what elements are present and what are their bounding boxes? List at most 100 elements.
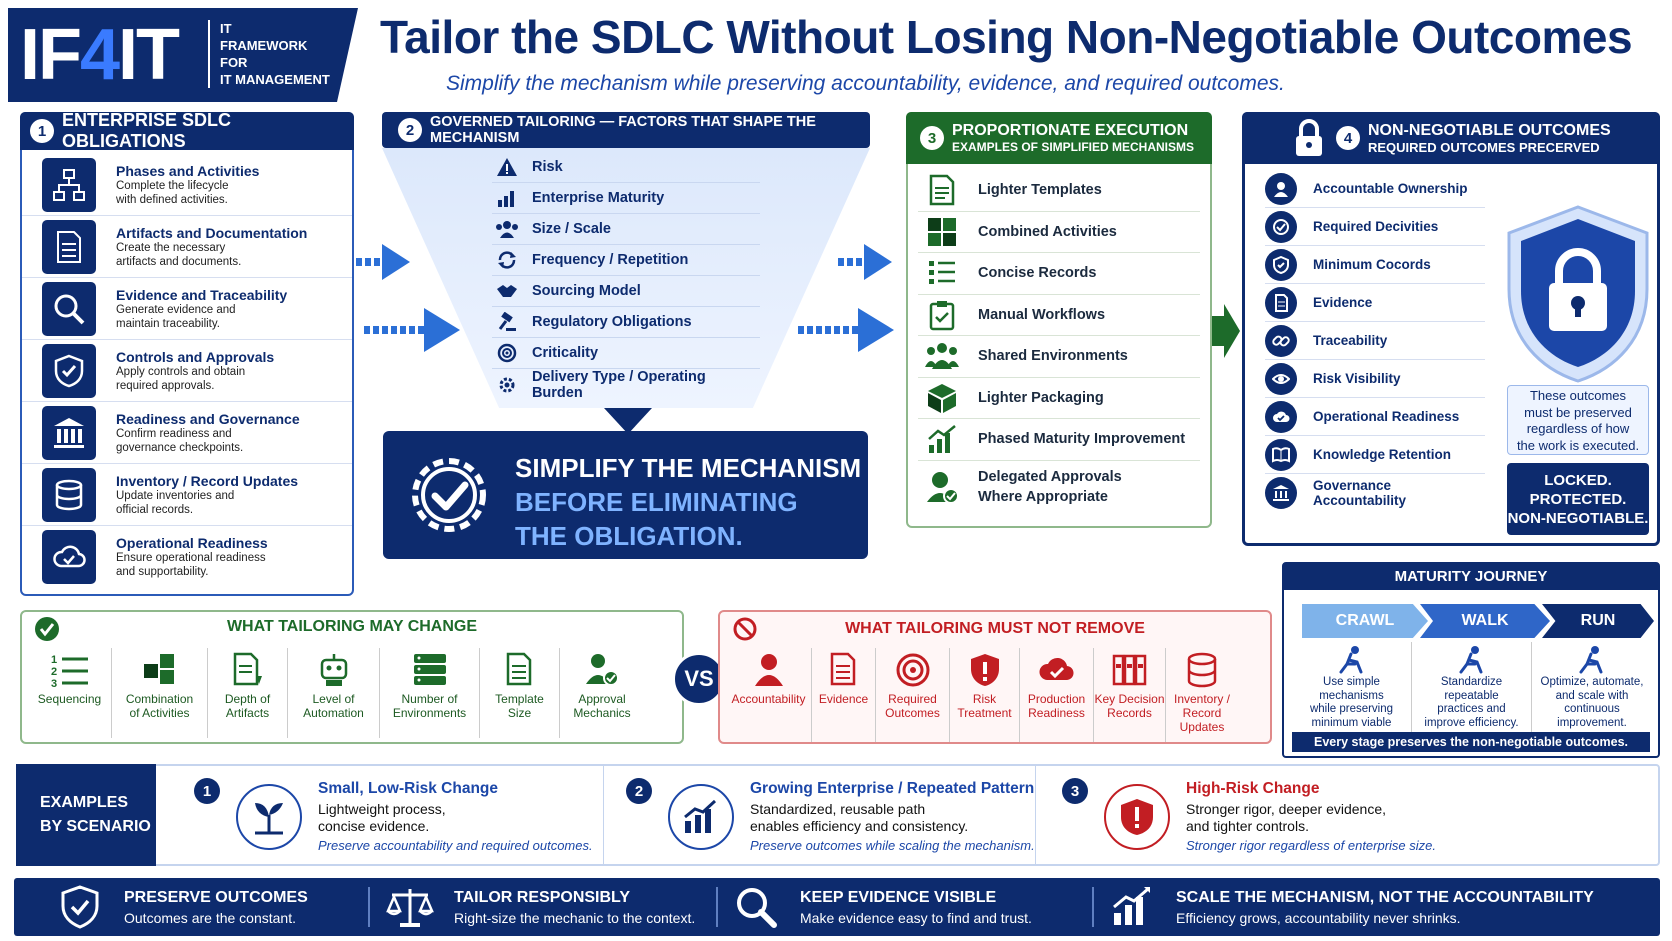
people-icon [492, 219, 522, 239]
footer-title: KEEP EVIDENCE VISIBLE [800, 888, 997, 906]
arrow-right-icon [382, 244, 410, 280]
must-not-title: WHAT TAILORING MUST NOT REMOVE [845, 620, 1145, 637]
factor-label: Sourcing Model [532, 283, 641, 299]
scenario-note: Stronger rigor regardless of enterprise … [1186, 838, 1437, 853]
outcome-label: Risk Visibility [1313, 371, 1401, 386]
scenario-title: Small, Low-Risk Change [318, 780, 499, 797]
obligation-title: Phases and Activities [116, 162, 260, 179]
factor-label: Size / Scale [532, 221, 611, 237]
book-icon [1265, 438, 1297, 471]
scenario-title: Growing Enterprise / Repeated Pattern [750, 780, 1035, 797]
tailoring-factor: Risk [492, 152, 760, 183]
user-check-icon [918, 470, 966, 504]
step-run: RUN [1542, 604, 1654, 638]
outcome-label: Governance Accountability [1313, 478, 1407, 508]
factor-label: Regulatory Obligations [532, 314, 692, 330]
may-change-label: Level of [312, 692, 355, 706]
may-change-label: Artifacts [225, 706, 270, 720]
execution-panel: 3 PROPORTIONATE EXECUTION EXAMPLES OF SI… [906, 112, 1212, 528]
gear-check-icon [412, 458, 486, 532]
scenario-desc: Lightweight process, [318, 801, 446, 817]
scenario-desc: concise evidence. [318, 818, 430, 834]
execution-label: Lighter Templates [978, 182, 1102, 199]
tailoring-factor: Regulatory Obligations [492, 307, 760, 338]
may-change-label: Size [507, 706, 532, 720]
outcome-label: Traceability [1313, 333, 1388, 348]
outcome-label: Minimum Cocords [1313, 257, 1431, 272]
walk-icon [1412, 642, 1531, 676]
logo-subtitle: IT FRAMEWORK FOR IT MANAGEMENT [208, 20, 330, 88]
scenario-desc: Stronger rigor, deeper evidence, [1186, 801, 1387, 817]
gear-icon [492, 375, 522, 395]
execution-label: Phased Maturity Improvement [978, 431, 1186, 448]
execution-item: Shared Environments [918, 336, 1200, 378]
arrow-right-icon [864, 244, 892, 280]
must-not-label: Records [1107, 706, 1152, 720]
clipboard-icon [918, 299, 966, 331]
obligation-title: Inventory / Record Updates [116, 472, 299, 489]
factor-label: Criticality [532, 345, 599, 361]
callout-line-1: SIMPLIFY THE MECHANISM [515, 453, 862, 483]
logo-banner [8, 8, 358, 102]
obligation-title: Operational Readiness [116, 535, 268, 551]
lock-icon [1296, 119, 1322, 156]
execution-item: Concise Records [918, 253, 1200, 295]
simplify-callout: SIMPLIFY THE MECHANISM BEFORE ELIMINATIN… [383, 431, 868, 559]
may-change-label: Mechanics [573, 706, 631, 720]
scenario-desc: Standardized, reusable path [750, 801, 926, 817]
may-change-label: Automation [303, 706, 364, 720]
svg-text:2: 2 [51, 666, 57, 678]
obligation-desc: Apply controls and obtain [116, 365, 246, 378]
may-change-label: Combination [125, 692, 194, 706]
obligations-panel: 1 ENTERPRISE SDLC OBLIGATIONS Phases and… [20, 110, 354, 596]
gavel-icon [492, 312, 522, 332]
execution-header: 3 PROPORTIONATE EXECUTION EXAMPLES OF SI… [906, 112, 1212, 164]
run-icon [1532, 642, 1652, 676]
outcome-label: Required Decivities [1313, 219, 1439, 234]
maturity-title: MATURITY JOURNEY [1284, 564, 1658, 590]
must-not-label: Updates [1179, 720, 1225, 734]
must-not-label: Inventory / [1173, 692, 1231, 706]
target-icon [492, 343, 522, 363]
obligation-desc: Create the necessary [116, 241, 226, 254]
step-walk: WALK [1420, 604, 1550, 638]
link-icon [1265, 324, 1297, 357]
must-not-item: Accountability [726, 648, 812, 742]
outcome-label: Knowledge Retention [1313, 447, 1451, 462]
must-not-item: Evidence [812, 648, 876, 742]
obligation-desc: official records. [116, 503, 194, 516]
obligation-title: Controls and Approvals [116, 348, 275, 365]
cloud-check-icon [1038, 648, 1076, 692]
obligation-desc: governance checkpoints. [116, 441, 244, 454]
obligation-desc: Confirm readiness and [116, 427, 232, 440]
plant-icon [236, 784, 302, 850]
factor-label: Frequency / Repetition [532, 252, 689, 268]
footer-title: PRESERVE OUTCOMES [124, 888, 308, 906]
robot-icon [316, 648, 352, 692]
shield-icon [1265, 248, 1297, 281]
scenario-number: 3 [1062, 778, 1088, 804]
scenario-desc: enables efficiency and consistency. [750, 818, 969, 834]
may-change-label: Environments [392, 706, 467, 720]
svg-text:1: 1 [51, 654, 57, 666]
scenario-number: 1 [194, 778, 220, 804]
prohibited-icon [733, 617, 757, 641]
document-icon [1265, 286, 1297, 319]
execution-item: Phased Maturity Improvement [918, 419, 1200, 461]
factor-label: Enterprise Maturity [532, 190, 665, 206]
execution-item: Manual Workflows [918, 295, 1200, 336]
obligation-desc: maintain traceability. [116, 317, 220, 330]
cloud-check-icon [42, 530, 96, 584]
